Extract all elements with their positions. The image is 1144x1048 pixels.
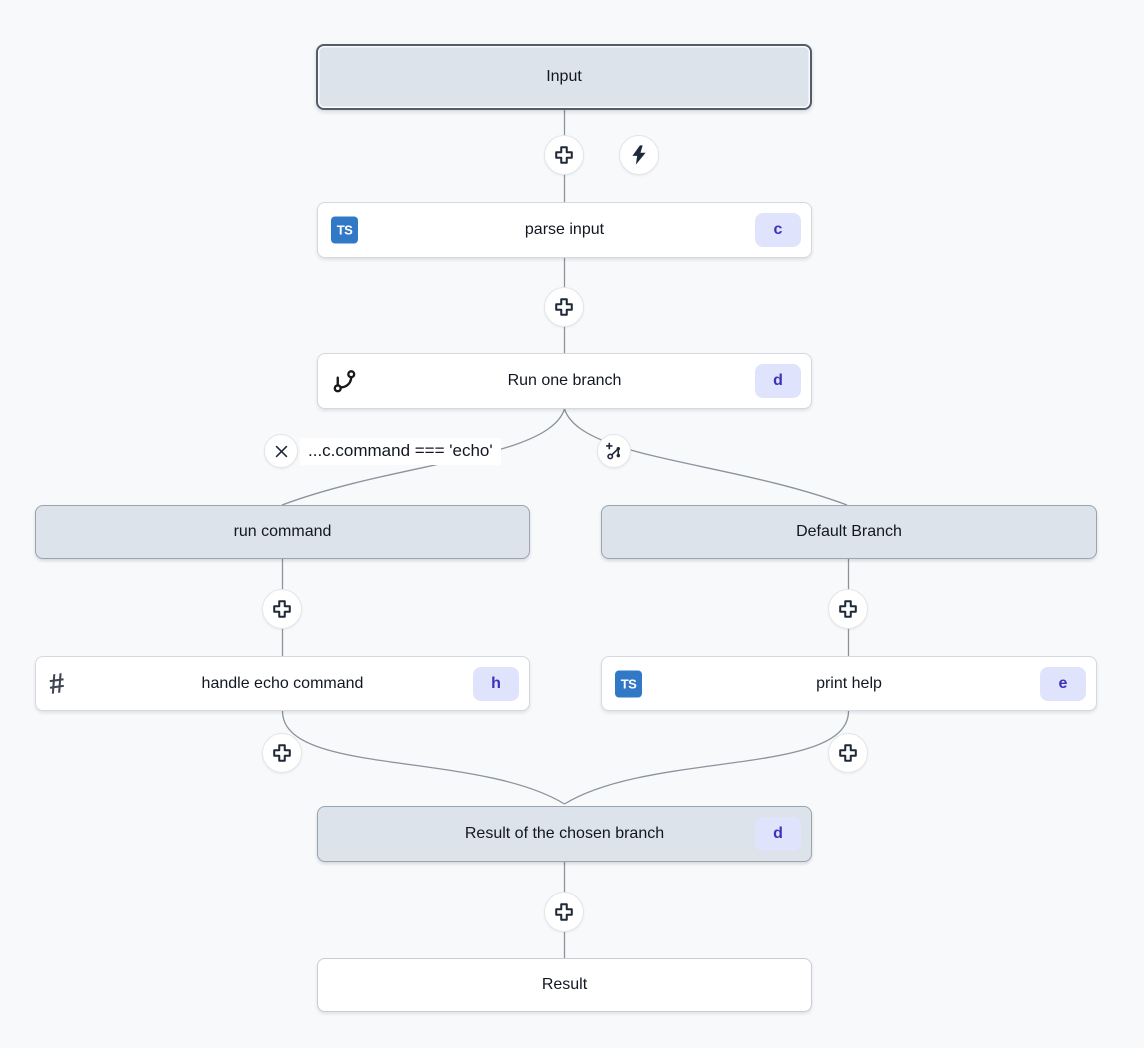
add-branch-button[interactable]	[597, 434, 631, 468]
node-label: parse input	[524, 221, 605, 238]
plus-icon	[555, 298, 573, 316]
node-label: Run one branch	[507, 372, 622, 389]
add-step-button[interactable]	[262, 733, 302, 773]
node-flow-result[interactable]: Result	[317, 958, 812, 1012]
add-step-button[interactable]	[544, 135, 584, 175]
add-step-button[interactable]	[262, 589, 302, 629]
node-run-one-branch[interactable]: Run one branch d	[317, 353, 812, 409]
plus-icon	[555, 146, 573, 164]
node-label: Result of the chosen branch	[464, 825, 665, 842]
node-label: print help	[816, 674, 882, 692]
git-branch-plus-icon	[605, 442, 620, 459]
trigger-button[interactable]	[619, 135, 659, 175]
step-id-badge: e	[1040, 666, 1086, 701]
hash-icon: #	[46, 666, 67, 700]
plus-icon	[839, 744, 857, 762]
add-step-button[interactable]	[828, 733, 868, 773]
plus-icon	[273, 744, 291, 762]
step-id-badge: c	[755, 213, 801, 247]
node-flow-input[interactable]: Input	[316, 44, 812, 110]
branch-condition-label[interactable]: ...c.command === 'echo'	[300, 438, 501, 465]
add-step-button[interactable]	[544, 287, 584, 327]
remove-branch-button[interactable]	[264, 434, 298, 468]
node-label: run command	[233, 523, 332, 540]
node-label: Input	[546, 68, 582, 85]
node-print-help[interactable]: TS print help e	[601, 656, 1097, 711]
add-step-button[interactable]	[544, 892, 584, 932]
step-id-badge: h	[473, 666, 519, 701]
add-step-button[interactable]	[828, 589, 868, 629]
node-label: handle echo command	[201, 674, 364, 692]
step-id-badge: d	[755, 364, 801, 398]
branch-header-default-branch[interactable]: Default Branch	[601, 505, 1097, 559]
node-branch-result[interactable]: Result of the chosen branch d	[317, 806, 812, 862]
plus-icon	[839, 600, 857, 618]
x-icon	[275, 445, 287, 457]
node-label: Result	[541, 976, 588, 993]
node-handle-echo-command[interactable]: # handle echo command h	[35, 656, 530, 711]
branch-header-run-command[interactable]: run command	[35, 505, 530, 559]
plus-icon	[555, 903, 573, 921]
typescript-icon: TS	[331, 216, 358, 244]
lightning-icon	[632, 145, 646, 165]
step-id-badge: d	[755, 817, 801, 851]
node-parse-input[interactable]: TS parse input c	[317, 202, 812, 258]
node-label: Default Branch	[796, 523, 902, 540]
typescript-icon: TS	[615, 670, 642, 697]
git-branch-icon	[331, 368, 358, 395]
plus-icon	[273, 600, 291, 618]
